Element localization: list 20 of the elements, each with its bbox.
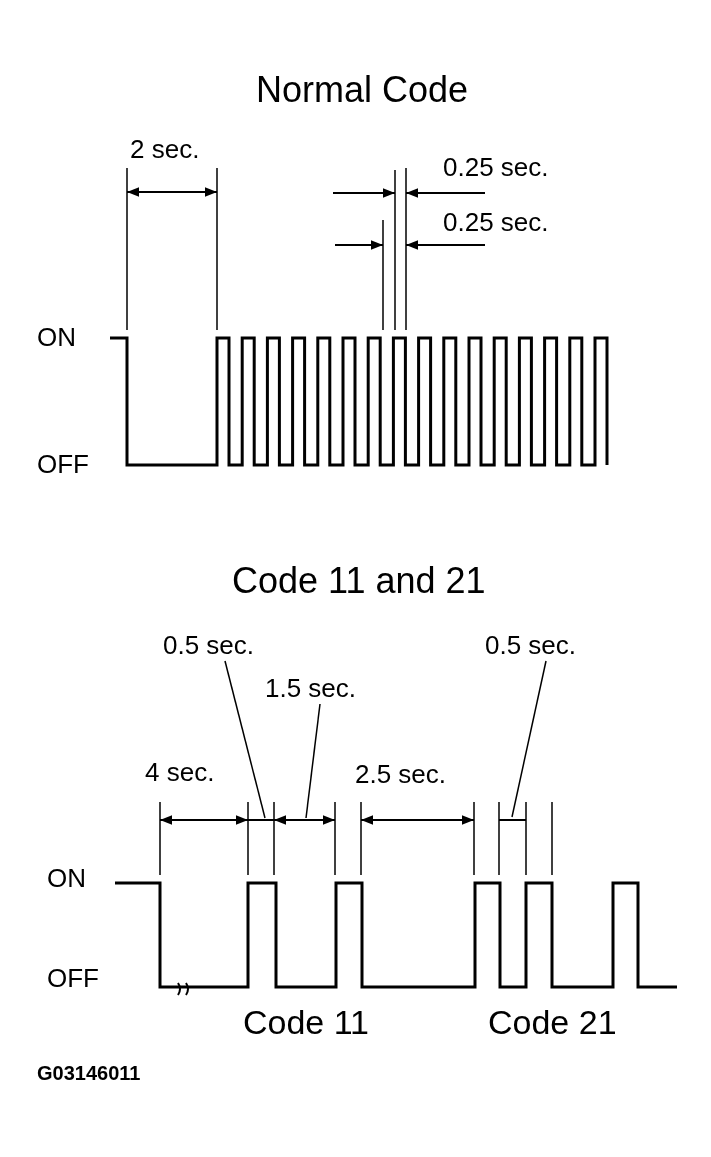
duration-label: 0.25 sec. — [443, 209, 549, 235]
duration-label: 2 sec. — [130, 136, 200, 162]
state-label: OFF — [47, 965, 99, 991]
duration-label: 2.5 sec. — [355, 761, 447, 787]
state-label: ON — [47, 865, 86, 891]
section-title: Code 11 and 21 — [232, 563, 486, 599]
state-label: ON — [37, 324, 76, 350]
figure-number: G03146011 — [37, 1063, 141, 1083]
duration-label: 0.5 sec. — [163, 632, 255, 658]
code-label: Code 21 — [488, 1005, 617, 1039]
state-label: OFF — [37, 451, 89, 477]
section-title: Normal Code — [256, 72, 469, 108]
duration-label: 4 sec. — [145, 759, 215, 785]
duration-label: 1.5 sec. — [265, 675, 357, 701]
leader-line — [224, 660, 266, 819]
duration-label: 0.5 sec. — [485, 632, 577, 658]
code-label: Code 11 — [243, 1005, 370, 1039]
leader-line — [511, 660, 547, 818]
leader-line — [305, 703, 321, 819]
duration-label: 0.25 sec. — [443, 154, 549, 180]
